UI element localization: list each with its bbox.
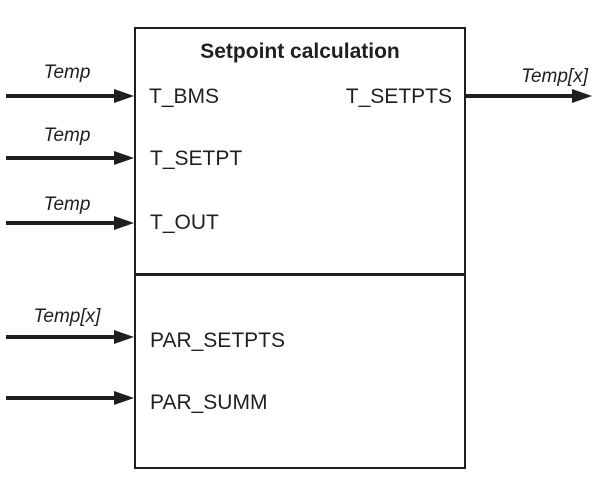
input-arrow-t-out bbox=[6, 216, 134, 230]
input-port-t-bms: T_BMS bbox=[149, 85, 220, 108]
output-port-t-setpts: T_SETPTS bbox=[345, 85, 452, 108]
arrowhead-icon bbox=[114, 151, 134, 165]
signal-type-label: Temp bbox=[43, 194, 91, 215]
arrow-shaft bbox=[6, 156, 118, 160]
input-arrow-t-bms bbox=[6, 89, 134, 103]
output-arrow-t-setpts bbox=[466, 89, 592, 103]
arrow-shaft bbox=[6, 94, 118, 98]
signal-type-label: Temp bbox=[43, 125, 91, 146]
input-port-t-out: T_OUT bbox=[150, 211, 219, 234]
signal-type-label: Temp bbox=[43, 62, 91, 83]
arrow-shaft bbox=[6, 335, 118, 339]
arrowhead-icon bbox=[114, 216, 134, 230]
arrowhead-icon bbox=[572, 89, 592, 103]
input-arrow-t-setpt bbox=[6, 151, 134, 165]
signal-type-label: Temp[x] bbox=[521, 66, 588, 87]
input-port-par-setpts: PAR_SETPTS bbox=[150, 329, 285, 352]
arrow-shaft bbox=[6, 221, 118, 225]
function-block bbox=[134, 27, 466, 469]
arrowhead-icon bbox=[114, 330, 134, 344]
arrowhead-icon bbox=[114, 89, 134, 103]
arrow-shaft bbox=[466, 94, 576, 98]
signal-type-label: Temp[x] bbox=[33, 306, 101, 327]
input-arrow-par-setpts bbox=[6, 330, 134, 344]
arrow-shaft bbox=[6, 396, 118, 400]
input-port-t-setpt: T_SETPT bbox=[150, 147, 243, 170]
input-port-par-summ: PAR_SUMM bbox=[150, 391, 268, 414]
input-arrow-par-summ bbox=[6, 391, 134, 405]
block-title: Setpoint calculation bbox=[200, 40, 400, 63]
arrowhead-icon bbox=[114, 391, 134, 405]
block-section-divider bbox=[134, 273, 466, 276]
